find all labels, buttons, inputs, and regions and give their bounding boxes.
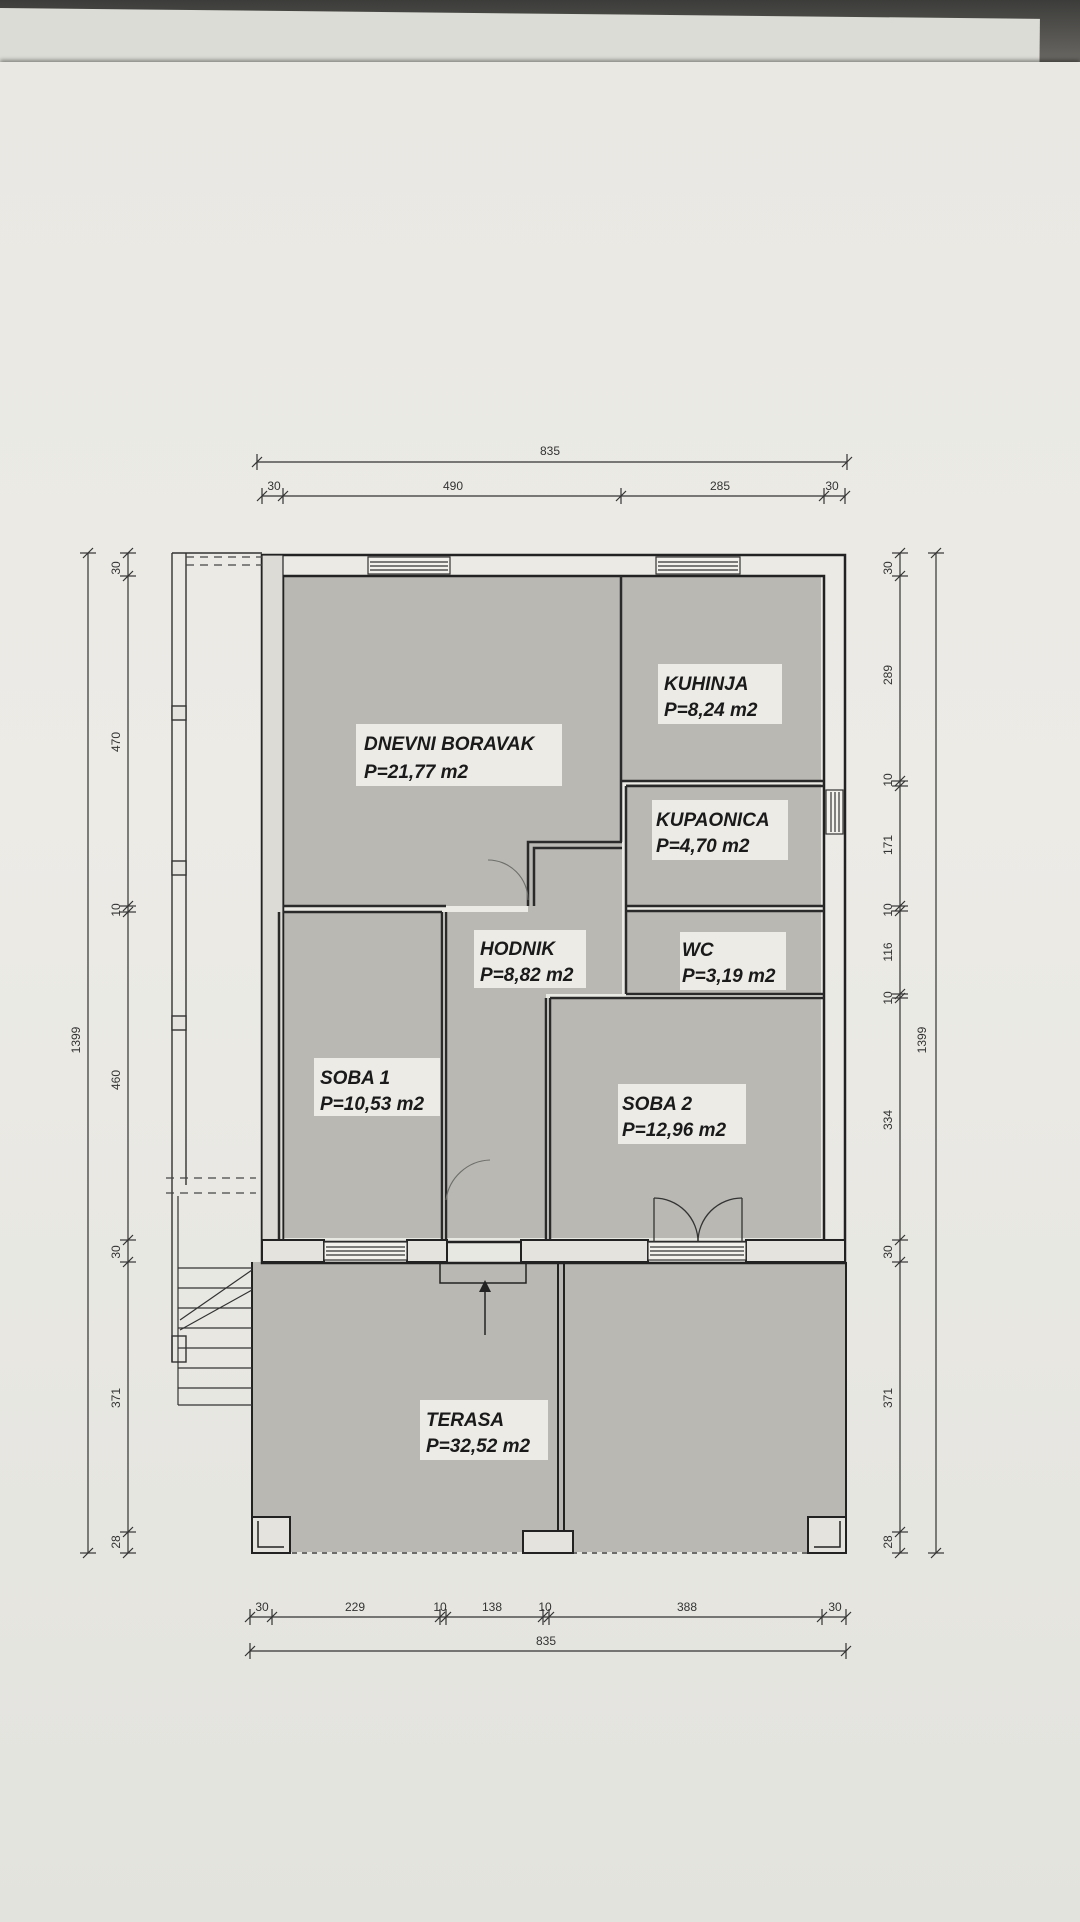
room-name-soba2: SOBA 2 — [622, 1094, 692, 1115]
dim-right-total: 1399 — [915, 1026, 929, 1053]
room-area-hodnik: P=8,82 m2 — [480, 965, 574, 986]
terasa-fill — [252, 1262, 846, 1552]
room-area-kuhinja: P=8,24 m2 — [664, 700, 758, 721]
dim-right-seg-11: 28 — [881, 1535, 895, 1549]
pergola-dashed-beams — [166, 556, 262, 1194]
dim-bottom-seg-3: 10 — [433, 1600, 447, 1614]
dim-left-total: 1399 — [69, 1026, 83, 1053]
room-name-kuhinja: KUHINJA — [664, 674, 748, 695]
room-name-kupaonica: KUPAONICA — [656, 810, 770, 831]
entrance — [439, 1262, 527, 1335]
dim-bottom-seg-4: 138 — [482, 1600, 502, 1614]
dim-top-seg-2: 490 — [443, 479, 463, 493]
terrace-outline — [251, 1262, 847, 1553]
dim-left-seg-2: 470 — [109, 732, 123, 752]
dimension-lines — [80, 454, 944, 1659]
dim-top-seg-4: 30 — [825, 479, 839, 493]
terrace-column-marks — [257, 1521, 841, 1548]
dim-right-seg-2: 289 — [881, 665, 895, 685]
dim-left-seg-7: 28 — [109, 1535, 123, 1549]
dim-top-seg-3: 285 — [710, 479, 730, 493]
dim-bottom-seg-7: 30 — [828, 1600, 842, 1614]
dim-bottom-total: 835 — [536, 1634, 556, 1648]
south-wall — [261, 1239, 846, 1263]
dim-bottom-seg-1: 30 — [255, 1600, 269, 1614]
room-name-soba1: SOBA 1 — [320, 1068, 390, 1089]
room-area-terasa: P=32,52 m2 — [426, 1436, 530, 1457]
room-name-hodnik: HODNIK — [480, 939, 556, 960]
dim-top-total: 835 — [540, 444, 560, 458]
windows-top — [367, 556, 741, 575]
window-right — [825, 789, 844, 835]
dim-bottom-seg-6: 388 — [677, 1600, 697, 1614]
room-area-soba1: P=10,53 m2 — [320, 1094, 424, 1115]
dim-bottom-seg-2: 229 — [345, 1600, 365, 1614]
dim-right-seg-9: 30 — [881, 1245, 895, 1259]
door-soba2 — [653, 1197, 743, 1243]
room-area-kupaonica: P=4,70 m2 — [656, 836, 750, 857]
room-name-wc: WC — [682, 940, 714, 961]
room-area-soba2: P=12,96 m2 — [622, 1120, 726, 1141]
dim-right-seg-3: 10 — [881, 773, 895, 787]
dim-left-seg-3: 10 — [109, 903, 123, 917]
door-hodnik — [445, 859, 529, 1201]
room-area-wc: P=3,19 m2 — [682, 966, 776, 987]
room-name-dnevni-boravak: DNEVNI BORAVAK — [364, 734, 536, 755]
dim-right-seg-1: 30 — [881, 561, 895, 575]
dim-right-seg-6: 116 — [881, 942, 895, 961]
dim-left-seg-5: 30 — [109, 1245, 123, 1259]
west-pergola — [171, 552, 262, 1363]
interior-walls — [277, 576, 824, 1240]
dim-left-seg-4: 460 — [109, 1070, 123, 1090]
windows-south — [323, 1241, 747, 1261]
dim-left-seg-1: 30 — [109, 561, 123, 575]
exterior-stairs — [177, 1196, 253, 1406]
dim-left-seg-6: 371 — [109, 1388, 123, 1408]
dim-right-seg-7: 10 — [881, 991, 895, 1005]
dim-right-seg-10: 371 — [881, 1388, 895, 1408]
room-name-terasa: TERASA — [426, 1410, 504, 1431]
room-area-dnevni-boravak: P=21,77 m2 — [364, 762, 468, 783]
entrance-arrow-icon — [479, 1280, 491, 1292]
dim-right-seg-4: 171 — [881, 835, 895, 855]
dim-bottom-seg-5: 10 — [538, 1600, 552, 1614]
room-label-backgrounds — [314, 664, 788, 1460]
dim-top-seg-1: 30 — [267, 479, 281, 493]
dim-right-seg-5: 10 — [881, 903, 895, 917]
dim-right-seg-8: 334 — [881, 1110, 895, 1130]
